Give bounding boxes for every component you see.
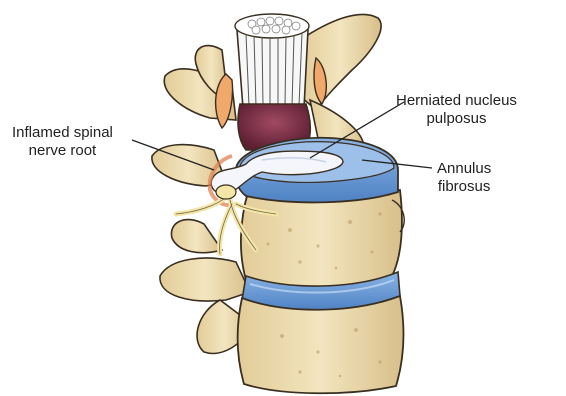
label-line: pulposus <box>396 110 517 128</box>
lower-vertebral-body <box>238 296 404 393</box>
label-inflamed-spinal-nerve-root: Inflamed spinal nerve root <box>12 124 113 160</box>
upper-vertebral-body <box>241 190 404 289</box>
label-line: Annulus <box>437 160 491 178</box>
nerve-ganglion <box>216 185 236 199</box>
upper-spinous-process <box>300 14 381 110</box>
label-annulus-fibrosus: Annulus fibrosus <box>437 160 491 196</box>
label-line: nerve root <box>12 142 113 160</box>
lower-transverse-process <box>160 258 250 301</box>
lower-articular-process <box>171 220 222 253</box>
label-line: Inflamed spinal <box>12 124 113 142</box>
label-line: fibrosus <box>437 178 491 196</box>
spinal-cord <box>235 14 309 108</box>
label-herniated-nucleus-pulposus: Herniated nucleus pulposus <box>396 92 517 128</box>
label-line: Herniated nucleus <box>396 92 517 110</box>
